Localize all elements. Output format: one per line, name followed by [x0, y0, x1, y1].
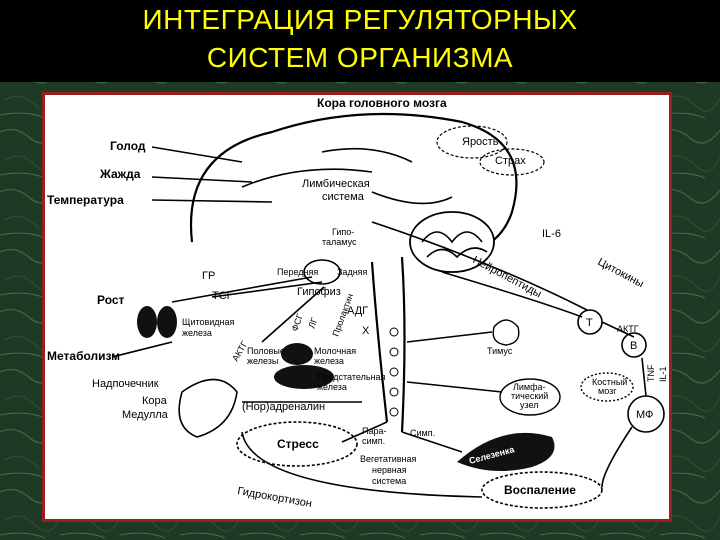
label-b-cell: В: [630, 340, 637, 352]
pituitary-shape: [303, 259, 341, 285]
label-mammary-2: железа: [314, 356, 344, 366]
label-parasymp-2: симп.: [362, 436, 385, 446]
label-thirst: Жажда: [99, 167, 141, 181]
label-neuropeptides: Нейропептиды: [471, 254, 544, 300]
label-tnf: TNF: [646, 364, 656, 382]
label-tsh: ТСГ: [212, 290, 233, 302]
label-temperature: Температура: [47, 193, 124, 207]
label-hypothalamus-2: таламус: [322, 237, 357, 247]
label-anterior: Передняя: [277, 267, 318, 277]
label-noradrenaline: (Нор)адреналин: [242, 401, 325, 413]
spinal-chain: [370, 256, 406, 433]
label-hydrocortisone: Гидрокортизон: [236, 485, 312, 510]
slide-title-line-1: ИНТЕГРАЦИЯ РЕГУЛЯТОРНЫХ: [142, 4, 578, 35]
label-stress: Стресс: [277, 437, 319, 451]
b-cell-circle: [621, 332, 647, 358]
label-ans-1: Вегетативная: [360, 454, 417, 464]
label-adrenal-medulla: Медулла: [122, 409, 169, 421]
label-actg-right: АКТГ: [617, 324, 639, 334]
label-cortex: Кора головного мозга: [317, 96, 447, 110]
label-limbic-2: система: [322, 191, 365, 203]
slide-title-line-2: СИСТЕМ ОРГАНИЗМА: [206, 42, 514, 73]
label-limbic-1: Лимбическая: [302, 178, 370, 190]
label-pituitary: Гипофиз: [297, 286, 341, 298]
thyroid-gland: [137, 306, 177, 338]
label-gonads-1: Половые: [247, 346, 285, 356]
bone-marrow-shape: [580, 372, 634, 402]
label-il1: IL-1: [658, 366, 668, 382]
regulatory-systems-diagram: Кора головного мозга Ярость Страх Голод …: [47, 96, 668, 510]
label-ans-2: нервная: [372, 465, 407, 475]
gonads-shape: [281, 343, 313, 365]
label-bone-marrow-1: Костный: [592, 377, 627, 387]
thymus-shape: [492, 319, 520, 346]
lymph-node-shape: [499, 378, 561, 416]
spleen-shape: [457, 432, 555, 471]
label-lymph-1: Лимфа-: [513, 382, 546, 392]
label-fear: Страх: [495, 155, 526, 167]
label-adrenal-cortex: Кора: [142, 395, 168, 407]
label-lymph-2: тический: [511, 391, 548, 401]
label-mammary-1: Молочная: [314, 346, 356, 356]
label-lg: ЛГ: [306, 316, 319, 330]
label-hunger: Голод: [110, 139, 146, 153]
cerebellum: [409, 211, 495, 273]
label-lymph-3: узел: [520, 400, 538, 410]
fear-region: [479, 148, 545, 176]
inflammation-region: [481, 471, 603, 509]
prostate-shape: [274, 365, 334, 389]
label-thymus: Тимус: [487, 346, 513, 356]
label-il6: IL-6: [542, 228, 561, 240]
label-x-mark: Х: [362, 325, 370, 337]
label-gonads-2: железы: [247, 356, 278, 366]
label-parasymp-1: Пара-: [362, 426, 386, 436]
label-adrenal: Надпочечник: [92, 378, 159, 390]
label-bone-marrow-2: мозг: [598, 386, 617, 396]
label-adg: АДГ: [347, 305, 368, 317]
label-prostate-2: железа: [317, 382, 347, 392]
title-bar: [0, 0, 720, 82]
label-symp: Симп.: [410, 428, 435, 438]
label-gr: ГР: [202, 270, 215, 282]
label-metabolism: Метаболизм: [47, 349, 120, 363]
label-thyroid-2: железа: [182, 328, 212, 338]
label-cytokines: Цитокины: [596, 256, 646, 290]
adrenal-shape: [178, 378, 238, 438]
label-inflammation: Воспаление: [504, 483, 576, 497]
label-thyroid-1: Щитовидная: [182, 317, 235, 327]
label-t-cell: Т: [586, 317, 593, 329]
label-hypothalamus-1: Гипо-: [332, 227, 354, 237]
brain-outline: [189, 112, 518, 254]
connection-lines: [111, 146, 647, 498]
label-posterior: Задняя: [337, 267, 368, 277]
label-mf: МФ: [636, 409, 653, 421]
anger-region: [436, 125, 508, 159]
stress-region: [236, 421, 358, 467]
label-ans-3: система: [372, 476, 406, 486]
label-growth: Рост: [97, 293, 125, 307]
label-anger: Ярость: [462, 136, 499, 148]
label-prostate-1: Предстательная: [317, 372, 386, 382]
